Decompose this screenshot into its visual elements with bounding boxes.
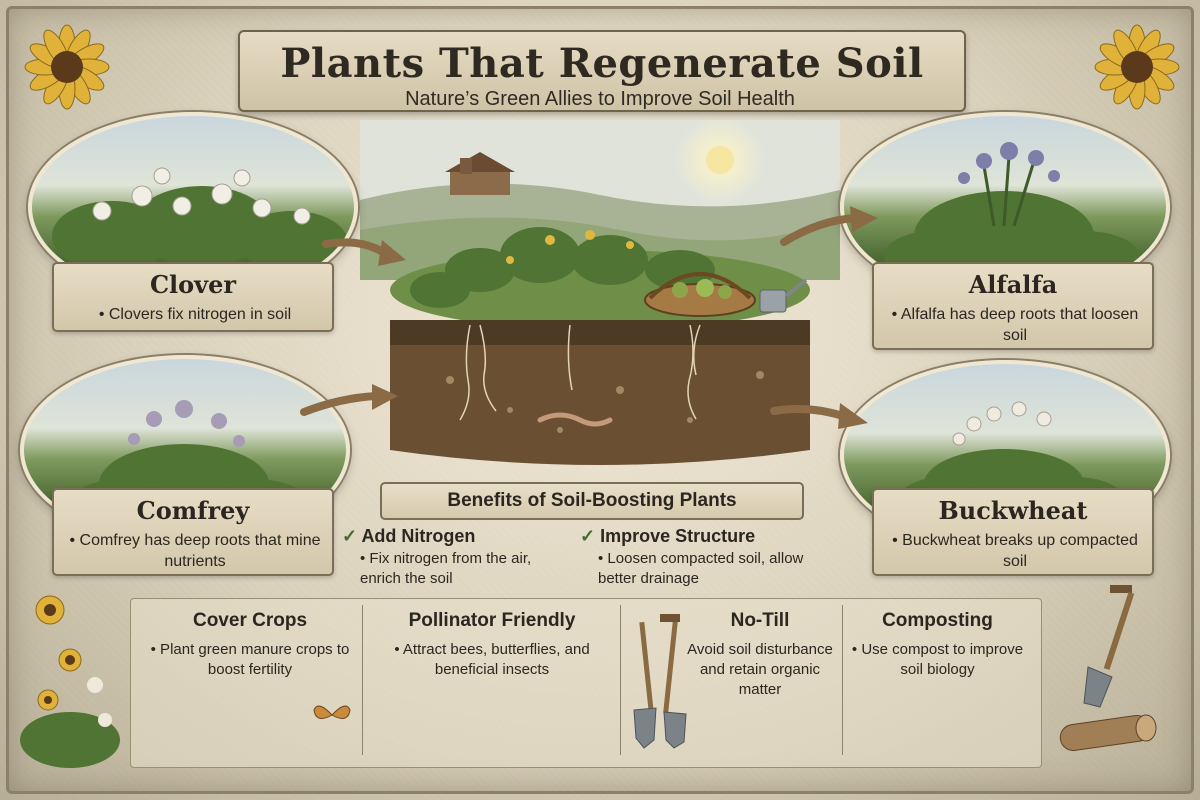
plant-description: • Clovers fix nitrogen in soil	[98, 306, 292, 323]
sunflower-icon	[1094, 24, 1180, 110]
practice-no-till: No-Till Avoid soil disturbance and retai…	[680, 610, 840, 700]
practice-pollinator-friendly: Pollinator Friendly • Attract bees, butt…	[372, 610, 612, 680]
divider	[620, 605, 621, 755]
border-frame	[6, 6, 1194, 794]
comfrey-card: Comfrey • Comfrey has deep roots that mi…	[52, 488, 334, 576]
benefit-description: • Fix nitrogen from the air, enrich the …	[360, 550, 532, 587]
plant-name: Alfalfa	[968, 270, 1058, 299]
plant-description: • Comfrey has deep roots that mine nutri…	[69, 532, 321, 570]
divider	[842, 605, 843, 755]
arrow-right-icon	[300, 384, 398, 416]
practice-description: • Plant green manure crops to boost fert…	[150, 641, 350, 678]
checkmark-icon: ✓	[580, 526, 596, 546]
log-icon	[1059, 714, 1157, 751]
practice-title: Cover Crops	[192, 610, 308, 631]
benefits-header: Benefits of Soil-Boosting Plants	[380, 482, 804, 520]
practice-title: Composting	[882, 610, 993, 631]
divider	[362, 605, 363, 755]
farmhouse-icon	[445, 152, 515, 195]
clover-card: Clover • Clovers fix nitrogen in soil	[52, 262, 334, 332]
garden-tools-icon	[633, 614, 687, 749]
alfalfa-card: Alfalfa • Alfalfa has deep roots that lo…	[872, 262, 1154, 350]
practice-composting: Composting • Use compost to improve soil…	[850, 610, 1025, 680]
page-subtitle: Nature’s Green Allies to Improve Soil He…	[405, 88, 795, 110]
plant-name: Buckwheat	[938, 496, 1088, 525]
checkmark-icon: ✓	[342, 526, 358, 546]
plant-name: Clover	[149, 270, 237, 299]
benefit-description: • Loosen compacted soil, allow better dr…	[598, 550, 804, 587]
buckwheat-card: Buckwheat • Buckwheat breaks up compacte…	[872, 488, 1154, 576]
plant-description: • Alfalfa has deep roots that loosen soi…	[891, 306, 1139, 344]
practice-description: • Use compost to improve soil biology	[851, 641, 1024, 678]
soil-cross-section-illustration	[360, 120, 840, 465]
arrow-right-icon	[770, 403, 868, 429]
benefit-title: Add Nitrogen	[361, 526, 476, 546]
benefit-title: Improve Structure	[600, 526, 756, 546]
watering-can-icon	[759, 278, 808, 313]
earthworm-icon	[537, 412, 613, 427]
flowers-icon	[20, 595, 120, 768]
practice-description: Avoid soil disturbance and retain organi…	[687, 641, 833, 698]
benefit-add-nitrogen: ✓ Add Nitrogen • Fix nitrogen from the a…	[342, 526, 562, 589]
page-title: Plants That Regenerate Soil	[280, 40, 924, 87]
practice-title: Pollinator Friendly	[408, 610, 576, 631]
shovel-icon	[1083, 585, 1135, 708]
arrow-right-icon	[780, 206, 878, 246]
sunflower-icon	[24, 24, 110, 110]
butterfly-icon	[313, 705, 351, 720]
plant-name: Comfrey	[136, 496, 250, 525]
practices-panel	[130, 598, 1042, 768]
arrow-right-icon	[322, 238, 406, 266]
plant-description: • Buckwheat breaks up compacted soil	[892, 532, 1138, 570]
practice-title: No-Till	[730, 610, 790, 631]
benefit-improve-structure: ✓ Improve Structure • Loosen compacted s…	[580, 526, 820, 589]
basket-icon	[644, 272, 756, 317]
practice-description: • Attract bees, butterflies, and benefic…	[394, 641, 590, 678]
practice-cover-crops: Cover Crops • Plant green manure crops t…	[145, 610, 355, 680]
